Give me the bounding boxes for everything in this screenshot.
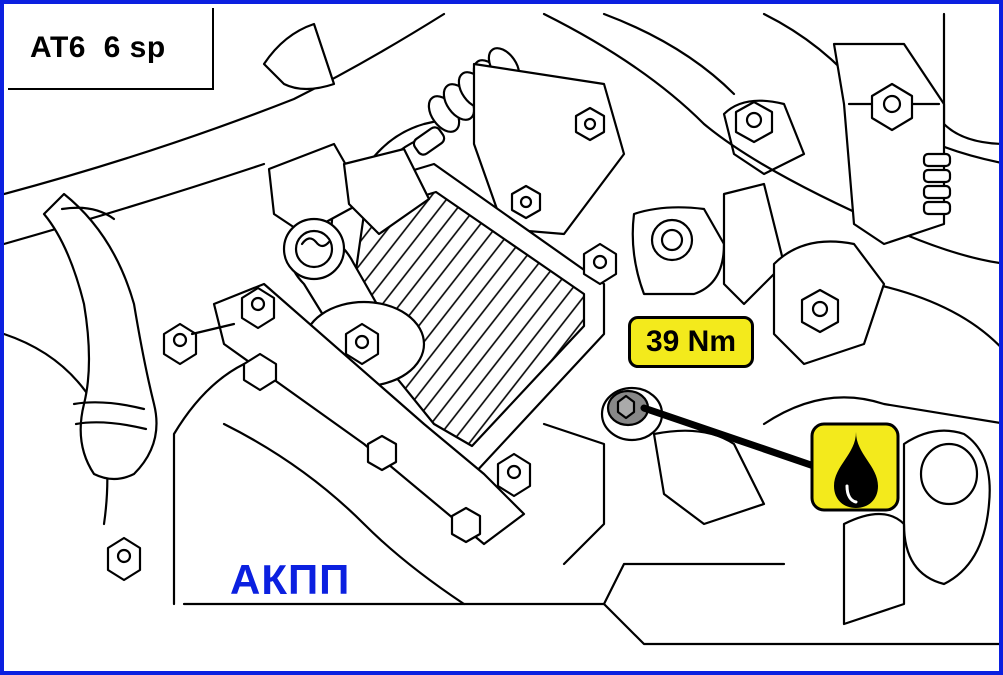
diagram-caption: АКПП — [230, 556, 351, 603]
model-label-box: AT6 6 sp — [8, 8, 214, 90]
torque-callout: 39 Nm — [628, 316, 754, 368]
model-label: AT6 6 sp — [30, 31, 166, 64]
oil-drop-icon — [810, 422, 900, 512]
transmission-line-drawing — [4, 12, 999, 646]
